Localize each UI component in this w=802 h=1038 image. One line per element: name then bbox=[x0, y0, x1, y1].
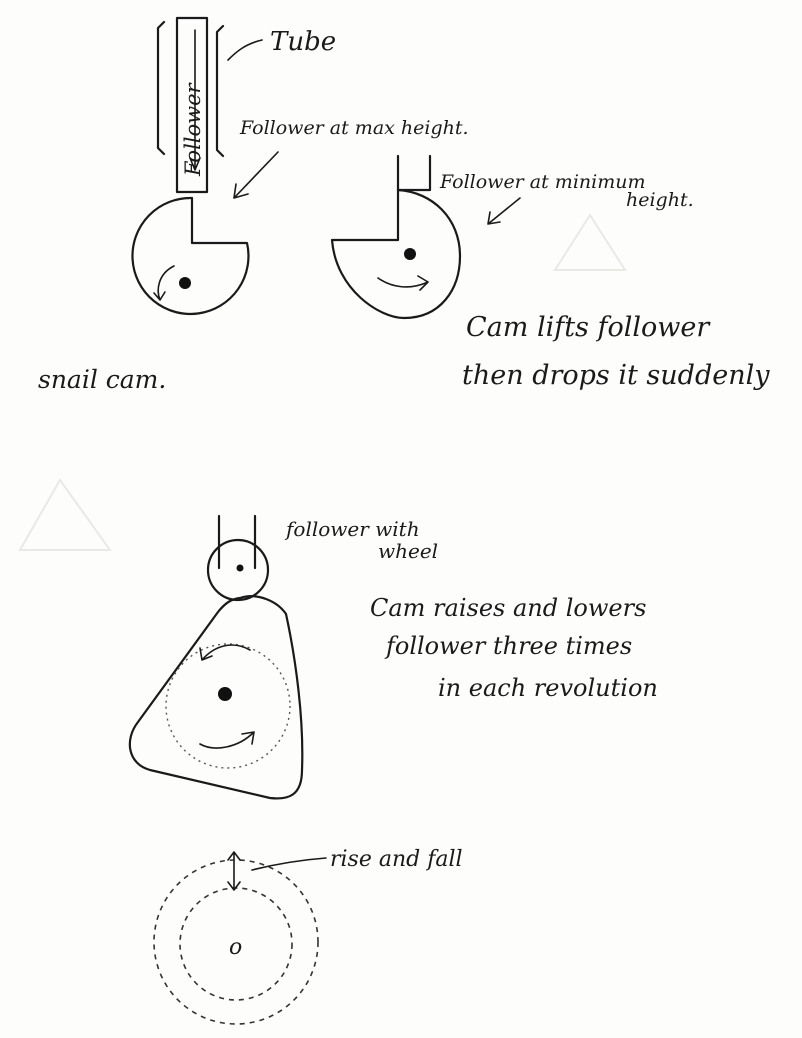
wheel-axle bbox=[237, 565, 244, 572]
tube-left-bracket bbox=[158, 22, 164, 154]
min-height-pointer bbox=[488, 198, 520, 224]
tube-label: Tube bbox=[270, 27, 336, 57]
cam-lifts-label-1: Cam lifts follower bbox=[466, 312, 711, 343]
base-circle bbox=[166, 644, 290, 768]
snail-cam-max-height bbox=[132, 18, 278, 314]
cam-raises-label-1: Cam raises and lowers bbox=[370, 594, 646, 622]
rotation-arrow-lower bbox=[200, 732, 254, 748]
cam-pivot bbox=[404, 248, 416, 260]
follower-max-label: Follower at max height. bbox=[239, 117, 469, 139]
triangle-cam-profile bbox=[130, 596, 302, 798]
center-mark: o bbox=[229, 935, 242, 960]
rotation-arrow bbox=[154, 266, 174, 300]
cam-pivot bbox=[179, 277, 191, 289]
cam-lifts-label-2: then drops it suddenly bbox=[462, 360, 770, 391]
follower-min-label-2: height. bbox=[626, 189, 694, 211]
follower-stub bbox=[398, 156, 430, 190]
tube-right-bracket bbox=[217, 26, 223, 156]
handwritten-labels: Tube Follower Follower at max height. Fo… bbox=[38, 27, 770, 960]
cam-pivot bbox=[218, 687, 232, 701]
rotation-arrow bbox=[378, 276, 428, 290]
rise-fall-label: rise and fall bbox=[330, 847, 463, 872]
tube-pointer bbox=[228, 40, 262, 60]
cam-raises-label-3: in each revolution bbox=[438, 674, 658, 702]
follower-wheel-label-1: follower with bbox=[284, 517, 420, 541]
snail-cam-profile bbox=[132, 198, 248, 314]
rise-fall-arrow bbox=[228, 852, 240, 890]
snail-cam-label: snail cam. bbox=[38, 365, 166, 394]
snail-cam-profile bbox=[332, 190, 460, 318]
max-height-pointer bbox=[234, 152, 278, 198]
follower-wheel-label-2: wheel bbox=[378, 539, 438, 563]
follower-min-label-1: Follower at minimum bbox=[439, 171, 645, 193]
cam-raises-label-2: follower three times bbox=[384, 632, 632, 660]
follower-label: Follower bbox=[181, 81, 205, 177]
three-lobe-cam bbox=[130, 516, 302, 798]
